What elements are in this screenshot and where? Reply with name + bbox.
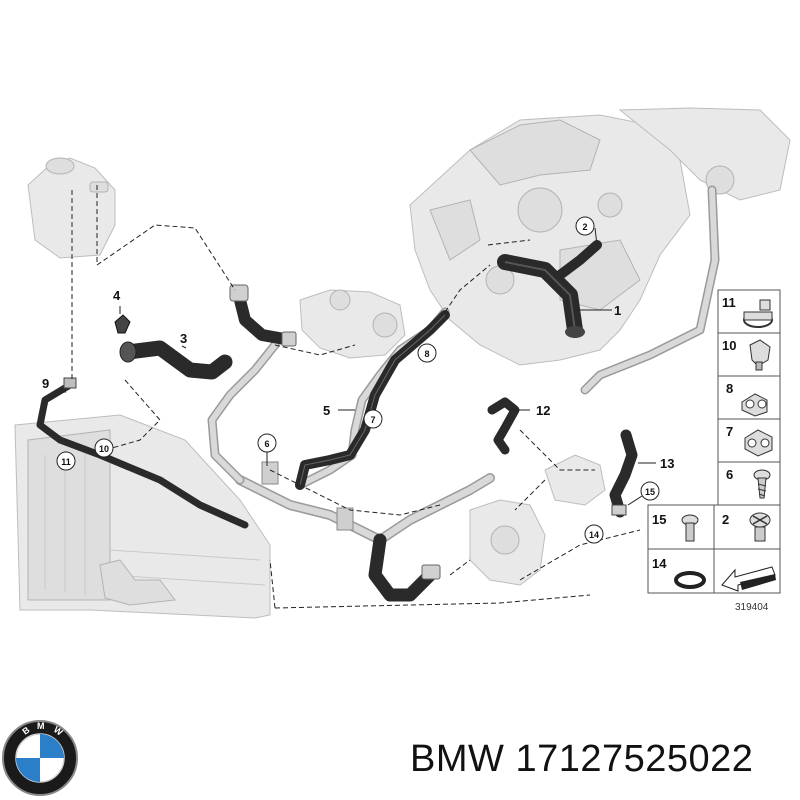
circled-callouts: 2 6 7 8 10 11 14 15 bbox=[56, 216, 660, 544]
label-5: 5 bbox=[323, 403, 330, 418]
label-1: 1 bbox=[614, 303, 621, 318]
thermostat-housing-illustration bbox=[299, 289, 406, 359]
part-number: 17127525022 bbox=[515, 738, 754, 780]
svg-text:6: 6 bbox=[264, 439, 269, 449]
svg-text:2: 2 bbox=[722, 512, 729, 527]
callout-2 bbox=[575, 216, 595, 236]
bolt-icon bbox=[681, 514, 699, 542]
svg-text:10: 10 bbox=[722, 338, 736, 353]
svg-text:6: 6 bbox=[726, 467, 733, 482]
bracket-clip-icon bbox=[744, 429, 773, 457]
svg-text:2: 2 bbox=[582, 222, 587, 232]
label-13: 13 bbox=[660, 456, 674, 471]
part-labels: 1 3 4 5 9 12 13 bbox=[42, 288, 674, 471]
svg-text:11: 11 bbox=[722, 295, 736, 310]
callout-11 bbox=[56, 451, 76, 471]
o-ring-icon bbox=[674, 571, 706, 589]
label-3: 3 bbox=[180, 331, 187, 346]
callout-8 bbox=[417, 343, 437, 363]
part-number-caption: BMW 17127525022 bbox=[410, 738, 753, 781]
svg-text:7: 7 bbox=[726, 424, 733, 439]
engine-block-illustration bbox=[409, 107, 791, 395]
hose-3-illustration bbox=[119, 340, 233, 380]
svg-text:14: 14 bbox=[589, 530, 599, 540]
hose-13-illustration bbox=[609, 429, 638, 518]
callout-6 bbox=[257, 433, 277, 453]
svg-text:15: 15 bbox=[652, 512, 666, 527]
label-9: 9 bbox=[42, 376, 49, 391]
hose-clamp-icon bbox=[743, 299, 773, 328]
svg-text:8: 8 bbox=[726, 381, 733, 396]
radiator-illustration bbox=[14, 414, 271, 619]
hose-9-illustration bbox=[36, 377, 249, 529]
svg-text:M: M bbox=[37, 721, 45, 731]
hose-upper-illustration bbox=[229, 284, 297, 347]
svg-text:B: B bbox=[20, 724, 31, 736]
dashed-routing-lines bbox=[71, 185, 641, 609]
svg-text:11: 11 bbox=[61, 457, 71, 467]
brand-name: BMW bbox=[410, 738, 505, 780]
parts-legend-lower: 15 2 14 bbox=[647, 504, 781, 594]
hose-1-illustration bbox=[497, 240, 602, 338]
bmw-logo: B M W bbox=[2, 720, 78, 796]
svg-text:15: 15 bbox=[645, 487, 655, 497]
hose-5-dark-illustration bbox=[295, 310, 450, 490]
label-12: 12 bbox=[536, 403, 550, 418]
callout-14 bbox=[584, 524, 604, 544]
callout-15 bbox=[640, 481, 660, 501]
arrow-reference-icon bbox=[721, 566, 776, 592]
svg-text:14: 14 bbox=[652, 556, 667, 571]
svg-text:7: 7 bbox=[370, 415, 375, 425]
clip-icon bbox=[749, 339, 771, 371]
callout-7 bbox=[363, 409, 383, 429]
screw-icon bbox=[753, 469, 771, 499]
bleed-screw-4-illustration bbox=[114, 314, 131, 334]
svg-text:10: 10 bbox=[99, 444, 109, 454]
drawing-number: 319404 bbox=[735, 602, 769, 613]
electric-pump-illustration bbox=[469, 454, 606, 586]
hose-12-illustration bbox=[487, 397, 520, 455]
bleed-screw-icon bbox=[749, 512, 771, 542]
label-4: 4 bbox=[113, 288, 121, 303]
svg-text:8: 8 bbox=[424, 349, 429, 359]
hose-lower-illustration bbox=[368, 533, 441, 602]
callout-10 bbox=[94, 438, 114, 458]
double-clip-icon bbox=[741, 393, 768, 417]
